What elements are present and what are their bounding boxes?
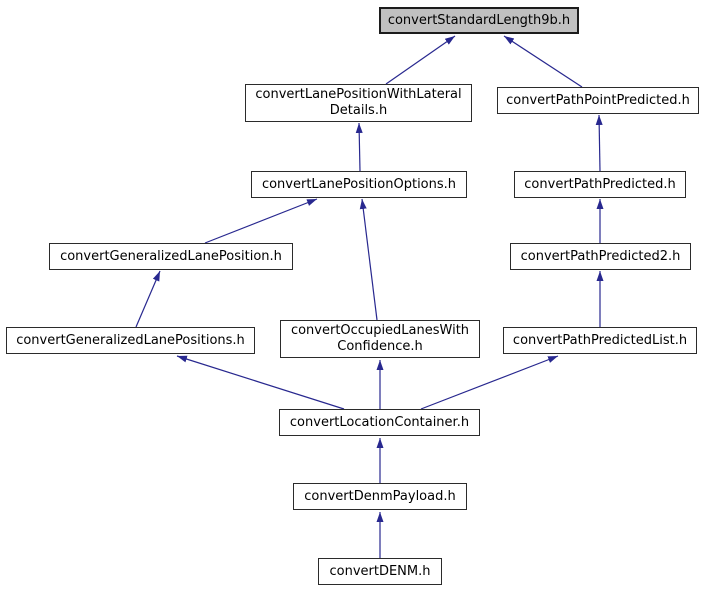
edge-convert-generalized-lane-positions-to-convert-generalized-lane-position — [135, 270, 161, 328]
edge-convert-occupied-lanes-with-confidence-to-convert-lane-position-options — [359, 198, 378, 321]
graph-node-convert-path-point-predicted[interactable]: convertPathPointPredicted.h — [497, 87, 699, 114]
graph-node-convert-location-container[interactable]: convertLocationContainer.h — [279, 409, 480, 436]
edge-convert-lane-position-options-to-convert-lane-position-with-lateral-details — [355, 122, 363, 172]
graph-node-convert-denm-payload[interactable]: convertDenmPayload.h — [293, 483, 467, 510]
graph-node-convert-path-predicted2[interactable]: convertPathPredicted2.h — [510, 243, 691, 270]
graph-node-convert-denm[interactable]: convertDENM.h — [318, 558, 442, 585]
graph-node-convert-lane-position-with-lateral-details[interactable]: convertLanePositionWithLateral Details.h — [245, 84, 472, 122]
edge-convert-lane-position-with-lateral-details-to-convert-standard-length9b — [385, 35, 456, 85]
edge-convert-location-container-to-convert-generalized-lane-positions — [176, 355, 345, 410]
edge-convert-location-container-to-convert-path-predicted-list — [420, 355, 559, 410]
edge-convert-path-predicted-to-convert-path-point-predicted — [595, 114, 603, 172]
graph-node-convert-occupied-lanes-with-confidence[interactable]: convertOccupiedLanesWith Confidence.h — [280, 320, 480, 358]
graph-node-convert-generalized-lane-position[interactable]: convertGeneralizedLanePosition.h — [49, 243, 293, 270]
edge-convert-path-point-predicted-to-convert-standard-length9b — [503, 35, 583, 88]
edge-convert-generalized-lane-position-to-convert-lane-position-options — [204, 198, 318, 244]
graph-node-convert-lane-position-options[interactable]: convertLanePositionOptions.h — [251, 171, 467, 198]
graph-node-convert-generalized-lane-positions[interactable]: convertGeneralizedLanePositions.h — [6, 327, 255, 354]
graph-node-convert-path-predicted-list[interactable]: convertPathPredictedList.h — [503, 327, 697, 354]
graph-node-convert-path-predicted[interactable]: convertPathPredicted.h — [514, 171, 686, 198]
graph-node-convert-standard-length9b: convertStandardLength9b.h — [379, 7, 579, 34]
